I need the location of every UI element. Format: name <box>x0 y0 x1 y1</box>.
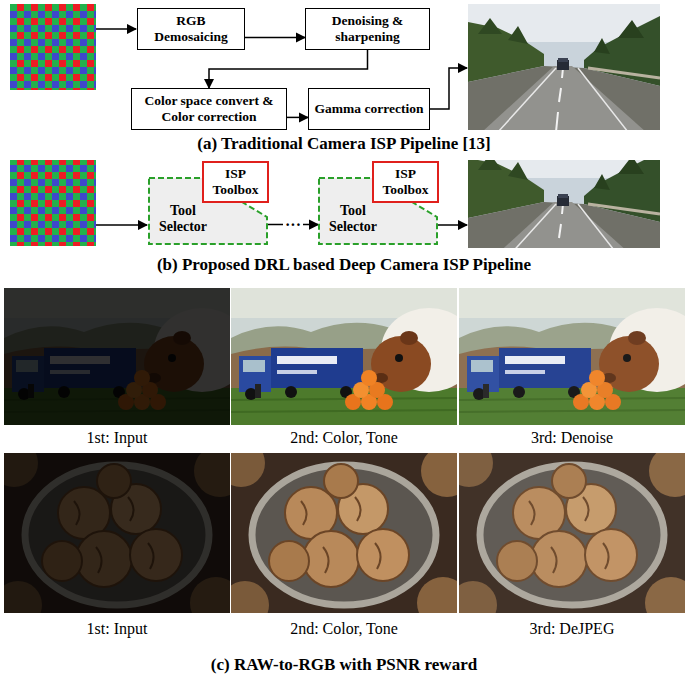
node-text: Denoising & sharpening <box>311 13 424 44</box>
caption-holder: (c) RAW-to-RGB with PSNR reward <box>211 655 477 675</box>
process-box: RGB Demosaicing <box>137 8 245 50</box>
connector-arrow <box>209 50 368 88</box>
node-text: Tool Selector <box>151 203 215 235</box>
label-holder: 3rd: DeJPEG <box>530 620 615 638</box>
label-holder: 1st: Input <box>87 620 148 638</box>
tone-photo <box>231 288 477 425</box>
process-box: Gamma correction <box>308 88 430 130</box>
node-text: Gamma correction <box>315 101 424 117</box>
denoise-photo <box>459 288 689 425</box>
input-photo <box>0 439 246 629</box>
image-label: 2nd: Color, Tone <box>290 429 398 446</box>
figure-caption: (c) RAW-to-RGB with PSNR reward <box>211 655 477 674</box>
output-arrow <box>430 68 467 109</box>
dejpeg-photo-part <box>445 439 689 629</box>
image-label: 3rd: Denoise <box>531 429 613 446</box>
image-label: 3rd: DeJPEG <box>530 620 615 637</box>
label-holder: 2nd: Color, Tone <box>290 620 398 638</box>
input-photo-part <box>4 453 230 613</box>
node-text: Tool Selector <box>321 203 385 235</box>
input-photo-part <box>0 439 246 629</box>
figure-caption: (b) Proposed DRL based Deep Camera ISP P… <box>157 255 531 274</box>
input-photo-part <box>4 288 230 425</box>
edge-label: ··· <box>283 217 303 233</box>
input-photo <box>4 288 250 425</box>
figure-caption: (a) Traditional Camera ISP Pipeline [13] <box>197 134 491 153</box>
toolbox-box: ISP Toolbox <box>202 161 269 203</box>
road-photo <box>468 140 660 268</box>
dejpeg-photo <box>445 439 689 629</box>
denoise-photo-part <box>459 288 689 425</box>
input-photo-part <box>4 288 250 425</box>
input-arrow <box>96 28 136 30</box>
caption-holder: (b) Proposed DRL based Deep Camera ISP P… <box>157 255 531 275</box>
caption-holder: (a) Traditional Camera ISP Pipeline [13] <box>197 134 491 154</box>
image-label: 1st: Input <box>87 429 148 446</box>
label-holder: 3rd: Denoise <box>531 429 613 447</box>
tone-photo-part <box>217 439 473 629</box>
road-photo-part <box>468 140 660 268</box>
connector-arrow <box>287 117 308 119</box>
input-arrow <box>96 224 147 226</box>
bayer-pattern <box>10 160 96 246</box>
tone-photo-part <box>231 288 477 425</box>
label-holder: 2nd: Color, Tone <box>290 429 398 447</box>
tone-photo <box>217 439 473 629</box>
road-photo-part <box>468 4 660 132</box>
bayer-pattern <box>10 4 96 90</box>
dejpeg-photo-part <box>459 453 685 613</box>
image-label: 1st: Input <box>87 620 148 637</box>
label-holder: 1st: Input <box>87 429 148 447</box>
process-box: Color space convert & Color correction <box>131 88 287 130</box>
node-text: Color space convert & Color correction <box>137 93 281 124</box>
toolbox-box: ISP Toolbox <box>372 161 439 203</box>
denoise-photo-part <box>459 288 685 425</box>
process-box: Denoising & sharpening <box>305 8 430 50</box>
connector-arrow <box>245 37 305 39</box>
node-text: ISP Toolbox <box>207 166 264 197</box>
image-label: 2nd: Color, Tone <box>290 620 398 637</box>
output-arrow <box>438 224 467 226</box>
node-text: ISP Toolbox <box>377 166 434 197</box>
road-photo <box>468 4 660 132</box>
node-text: RGB Demosaicing <box>143 13 239 44</box>
